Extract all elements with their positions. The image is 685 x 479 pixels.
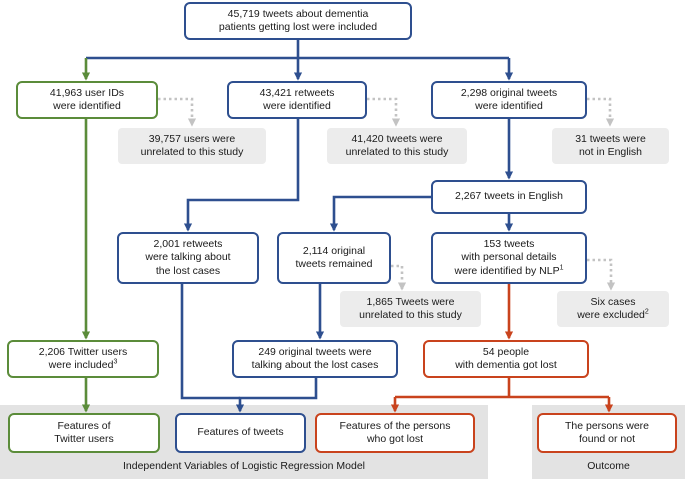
node-text-line: 54 people: [482, 345, 530, 358]
node-text-line: were talking about: [145, 251, 231, 264]
node-text-line: unrelated to this study: [140, 146, 244, 158]
node-text-line: were identified: [475, 100, 543, 112]
node-text-line: 153 tweets: [483, 238, 535, 251]
node-text-line: 31 tweets were: [575, 132, 646, 145]
outcome-label: Outcome: [587, 460, 630, 472]
node-text-line: were excluded2: [577, 308, 649, 322]
features-tweets-node: Features of tweets: [175, 413, 306, 453]
connector-retweets-to-features: [180, 284, 240, 400]
node-text-line: 39,757 users were: [148, 132, 236, 145]
node-text-line: 2,114 original: [302, 244, 366, 257]
node-text-line: 43,421 retweets: [259, 86, 335, 99]
node-text-line: tweets remained: [295, 258, 373, 270]
node-text-line: Features of tweets: [197, 426, 284, 439]
node-text-line: Features of: [57, 419, 111, 432]
node-text-line: 45,719 tweets about dementia: [227, 7, 369, 20]
connector-to-retweets-lost: [183, 119, 300, 232]
english-tweets-node: 2,267 tweets in English: [431, 180, 587, 214]
independent-variables-label: Independent Variables of Logistic Regres…: [122, 460, 366, 472]
node-text-line: Twitter users: [54, 433, 114, 445]
node-text-line: unrelated to this study: [359, 309, 462, 321]
node-text-line: The persons were: [564, 419, 650, 432]
node-text-line: 249 original tweets were: [258, 345, 372, 358]
node-text-line: 2,001 retweets: [153, 238, 223, 251]
node-text-line: 1,865 Tweets were: [366, 295, 455, 308]
node-text-line: 41,963 user IDs: [49, 86, 125, 99]
node-text-line: 2,267 tweets in English: [455, 190, 563, 203]
dotted-to-excluded-six: [587, 258, 616, 291]
node-text-line: with personal details: [461, 251, 557, 264]
node-text-line: were identified: [263, 100, 331, 112]
dotted-to-excluded-retweets: [367, 97, 401, 127]
node-text-line: were included3: [48, 358, 118, 372]
node-text-line: Features of the persons: [339, 419, 451, 432]
node-text-line: were identified: [53, 100, 121, 112]
footnote-marker: 1: [559, 264, 564, 272]
dotted-to-excluded-english: [587, 97, 615, 127]
dotted-to-excluded-users: [158, 97, 197, 127]
footnote-marker: 3: [113, 358, 118, 366]
connector-to-original-remained: [329, 195, 431, 232]
node-text-line: were identified by NLP1: [454, 264, 564, 277]
node-text-line: Six cases: [590, 295, 636, 308]
connector-to-features-tweets: [235, 378, 318, 413]
node-text-line: patients getting lost were included: [218, 21, 378, 33]
node-text-line: 41,420 tweets were: [351, 132, 443, 145]
node-text-line: not in English: [578, 146, 643, 158]
node-text-line: who got lost: [366, 433, 424, 445]
node-text-line: with dementia got lost: [455, 359, 557, 371]
node-text-line: found or not: [578, 433, 636, 445]
node-text-line: 2,298 original tweets: [460, 86, 558, 99]
node-text-line: talking about the lost cases: [251, 359, 379, 371]
footnote-marker: 2: [644, 308, 649, 316]
dotted-to-excluded-1865: [391, 264, 407, 291]
node-text-line: unrelated to this study: [345, 146, 449, 158]
node-text-line: the lost cases: [155, 264, 221, 277]
node-text-line: 2,206 Twitter users: [38, 345, 128, 358]
